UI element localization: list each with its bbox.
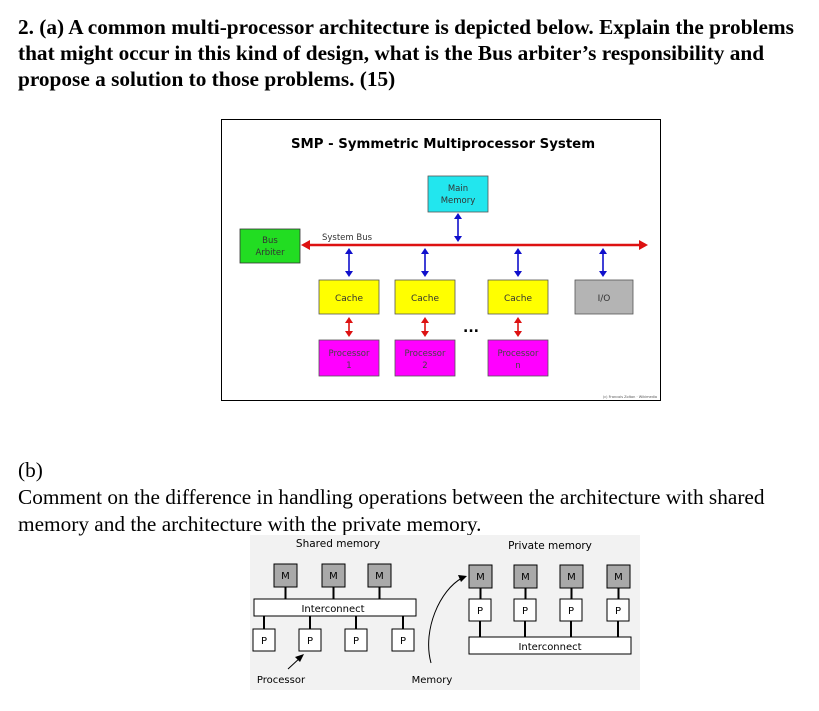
svg-text:M: M <box>614 572 623 583</box>
question-a-text: 2. (a) A common multi-processor architec… <box>18 15 794 91</box>
cache-box-n: Cache <box>487 279 549 315</box>
smp-title: SMP - Symmetric Multiprocessor System <box>291 137 595 152</box>
shared-memory-modules: M M M <box>273 563 392 588</box>
memory-architecture-diagram: Shared memory M M M Interconnect P P <box>250 535 640 690</box>
system-bus-label: System Bus <box>322 233 373 243</box>
svg-text:Processor: Processor <box>405 349 446 359</box>
private-memory-title: Private memory <box>508 540 592 552</box>
io-box: I/O <box>574 279 634 315</box>
svg-text:Interconnect: Interconnect <box>518 642 581 653</box>
cache-box-1: Cache <box>318 279 380 315</box>
svg-text:P: P <box>522 606 528 617</box>
svg-text:Arbiter: Arbiter <box>255 248 285 258</box>
svg-text:2: 2 <box>422 361 427 371</box>
svg-text:P: P <box>261 636 267 647</box>
image-credit: (c) Francois Zolton · Wikimedia <box>603 395 657 399</box>
svg-text:Cache: Cache <box>335 294 363 304</box>
svg-text:I/O: I/O <box>598 294 611 304</box>
smp-diagram: SMP - Symmetric Multiprocessor System Ma… <box>221 119 661 401</box>
private-processors: P P P P <box>468 598 630 622</box>
processor-caption: Processor <box>257 675 306 686</box>
ellipsis: ... <box>463 320 479 336</box>
svg-text:n: n <box>515 361 520 371</box>
svg-text:M: M <box>375 571 384 582</box>
svg-text:P: P <box>477 606 483 617</box>
svg-text:M: M <box>521 572 530 583</box>
question-b-text: Comment on the difference in handling op… <box>18 485 765 536</box>
processor-box-1: Processor 1 <box>318 339 380 377</box>
cache-processor-arrows <box>345 317 522 337</box>
private-interconnect <box>468 636 632 655</box>
bus-cache-arrows <box>345 248 607 277</box>
memory-caption: Memory <box>412 675 453 686</box>
svg-text:Cache: Cache <box>504 294 532 304</box>
main-memory-box: Main Memory <box>427 175 489 213</box>
svg-text:P: P <box>307 636 313 647</box>
shared-processors: P P P P <box>252 628 415 652</box>
svg-text:M: M <box>476 572 485 583</box>
svg-text:Interconnect: Interconnect <box>301 604 364 615</box>
svg-text:Processor: Processor <box>498 349 539 359</box>
svg-text:M: M <box>329 571 338 582</box>
question-b-label: (b) <box>18 458 43 482</box>
svg-text:P: P <box>568 606 574 617</box>
svg-text:M: M <box>281 571 290 582</box>
svg-text:Memory: Memory <box>441 196 476 206</box>
svg-text:Bus: Bus <box>262 236 278 246</box>
svg-text:P: P <box>615 606 621 617</box>
svg-text:Processor: Processor <box>329 349 370 359</box>
bus-arbiter-box: Bus Arbiter <box>239 228 301 264</box>
processor-box-n: Processor n <box>487 339 549 377</box>
cache-box-2: Cache <box>394 279 456 315</box>
svg-text:P: P <box>353 636 359 647</box>
processor-box-2: Processor 2 <box>394 339 456 377</box>
svg-text:P: P <box>400 636 406 647</box>
svg-text:1: 1 <box>346 361 351 371</box>
svg-text:Cache: Cache <box>411 294 439 304</box>
svg-text:M: M <box>567 572 576 583</box>
shared-interconnect <box>253 598 417 617</box>
shared-memory-title: Shared memory <box>296 538 380 550</box>
svg-text:Main: Main <box>448 184 468 194</box>
